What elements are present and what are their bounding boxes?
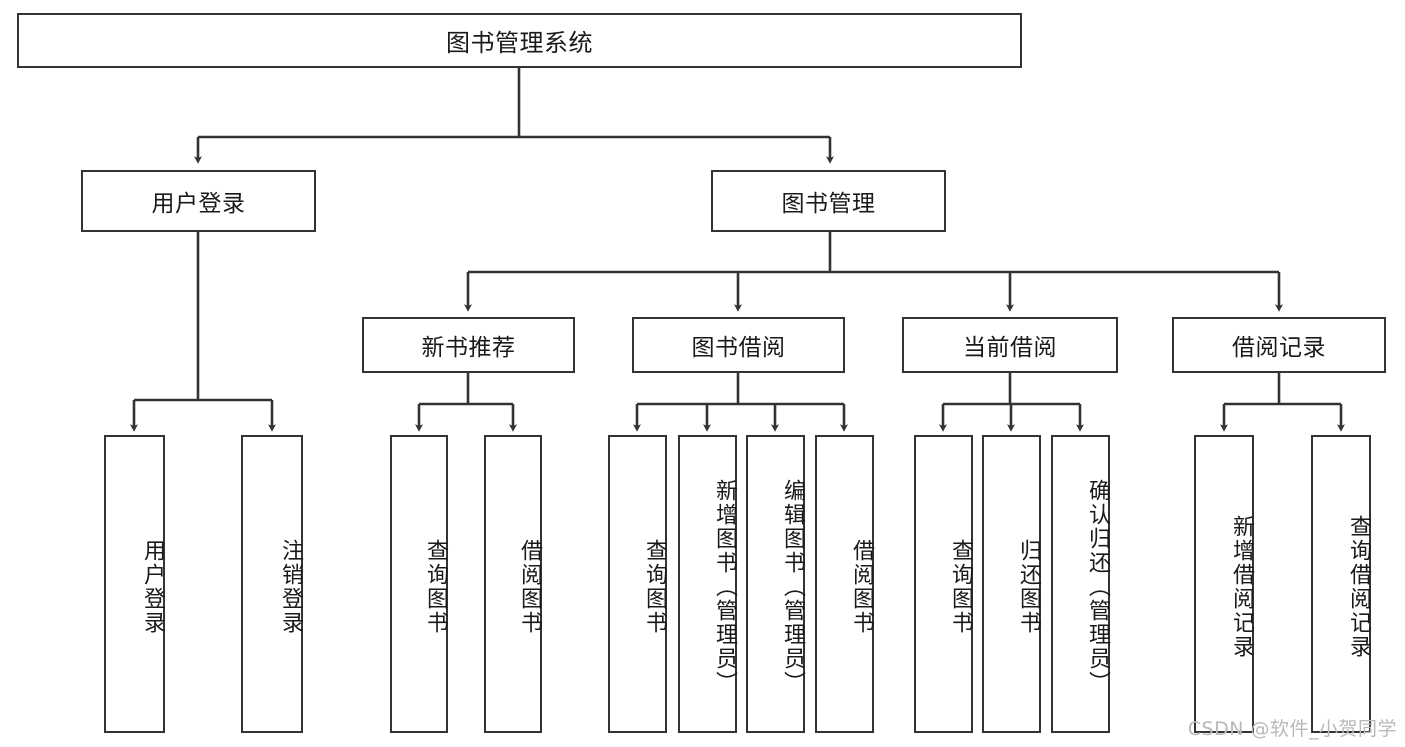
leaf-query-book-1[interactable]: 查询图书: [390, 435, 448, 733]
node-label: 查询借阅记录: [1346, 515, 1371, 659]
node-root[interactable]: 图书管理系统: [17, 13, 1022, 68]
leaf-user-logout[interactable]: 注销登录: [241, 435, 303, 733]
node-user-login[interactable]: 用户登录: [81, 170, 316, 232]
node-label: 借阅图书: [849, 539, 874, 635]
watermark: CSDN @软件_小贺同学: [1187, 718, 1397, 740]
leaf-confirm-return[interactable]: 确认归还（管理员）: [1051, 435, 1110, 733]
leaf-add-borrow-record[interactable]: 新增借阅记录: [1194, 435, 1254, 733]
node-label: 注销登录: [278, 539, 303, 635]
leaf-user-login[interactable]: 用户登录: [104, 435, 165, 733]
leaf-query-book-2[interactable]: 查询图书: [608, 435, 667, 733]
node-book-manage[interactable]: 图书管理: [711, 170, 946, 232]
node-label: 确认归还（管理员）: [1085, 479, 1110, 695]
leaf-borrow-book-1[interactable]: 借阅图书: [484, 435, 542, 733]
node-label: 查询图书: [948, 539, 973, 635]
node-label: 查询图书: [423, 539, 448, 635]
node-label: 查询图书: [642, 539, 667, 635]
node-label: 用户登录: [140, 539, 165, 635]
node-label: 图书借阅: [691, 335, 786, 361]
node-label: 借阅图书: [517, 539, 542, 635]
node-label: 当前借阅: [963, 335, 1057, 361]
node-label: 用户登录: [151, 191, 246, 217]
leaf-edit-book[interactable]: 编辑图书（管理员）: [746, 435, 805, 733]
node-label: 借阅记录: [1232, 335, 1326, 361]
leaf-add-book[interactable]: 新增图书（管理员）: [678, 435, 737, 733]
leaf-return-book[interactable]: 归还图书: [982, 435, 1041, 733]
leaf-borrow-book-2[interactable]: 借阅图书: [815, 435, 874, 733]
node-label: 归还图书: [1016, 539, 1041, 635]
leaf-query-book-3[interactable]: 查询图书: [914, 435, 973, 733]
node-label: 新增图书（管理员）: [712, 479, 737, 695]
leaf-query-borrow-record[interactable]: 查询借阅记录: [1311, 435, 1371, 733]
node-label: 图书管理系统: [446, 29, 593, 57]
node-label: 新书推荐: [421, 335, 516, 361]
node-new-book-recommend[interactable]: 新书推荐: [362, 317, 575, 373]
node-current-borrow[interactable]: 当前借阅: [902, 317, 1118, 373]
node-label: 图书管理: [781, 191, 876, 217]
node-book-borrow[interactable]: 图书借阅: [632, 317, 845, 373]
node-label: 编辑图书（管理员）: [780, 479, 805, 695]
node-borrow-record[interactable]: 借阅记录: [1172, 317, 1386, 373]
node-label: 新增借阅记录: [1229, 515, 1254, 659]
